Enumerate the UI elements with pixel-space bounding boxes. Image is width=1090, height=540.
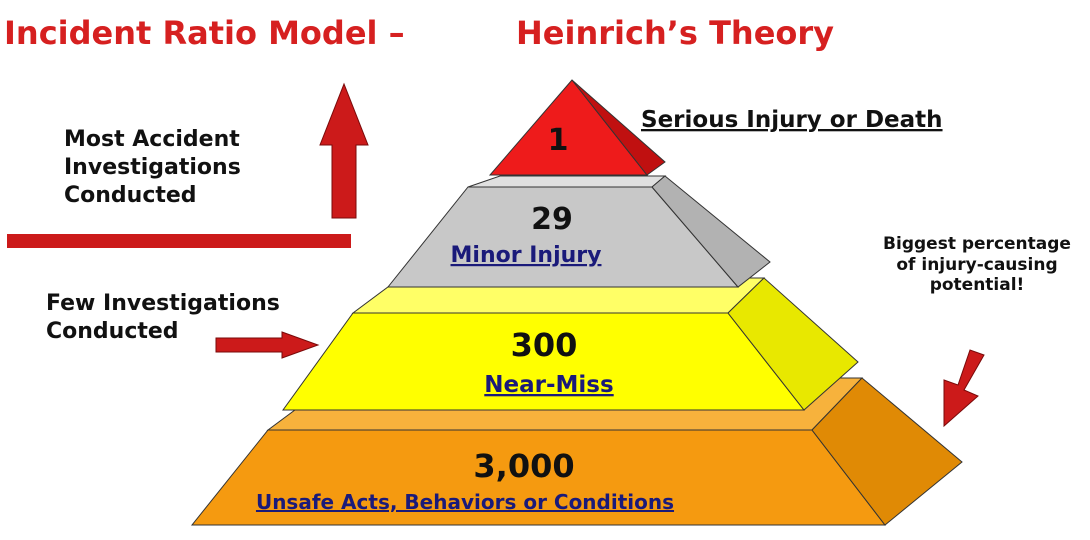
tier-minor-count: 29	[531, 202, 573, 237]
biggest-percentage-line: of injury-causing	[896, 254, 1058, 275]
tier-top-side-face	[571, 79, 666, 176]
most-investigations-line: Conducted	[64, 182, 197, 208]
biggest-percentage-line: Biggest percentage	[883, 234, 1071, 254]
tier-top-label: Serious Injury or Death	[641, 107, 943, 133]
tier-minor-side-face	[651, 175, 771, 288]
title-right: Heinrich’s Theory	[516, 14, 835, 52]
most-investigations-note: Most Accident Investigations Conducted	[64, 126, 241, 210]
right-arrow-icon	[215, 331, 320, 359]
few-investigations-note: Few Investigations Conducted	[46, 290, 280, 346]
tier-base-side-face	[811, 377, 963, 526]
tier-minor-top-face	[467, 175, 667, 188]
tier-minor-label: Minor Injury	[451, 243, 602, 268]
most-investigations-line: Investigations	[64, 154, 241, 180]
tier-nearmiss-count: 300	[511, 326, 578, 364]
divider-bar	[7, 234, 351, 248]
down-arrow-icon	[943, 349, 985, 428]
up-arrow-icon	[319, 82, 369, 219]
tier-base-label: Unsafe Acts, Behaviors or Conditions	[256, 490, 674, 514]
biggest-percentage-note: Biggest percentage of injury-causing pot…	[862, 234, 1090, 296]
tier-nearmiss-label: Near-Miss	[484, 372, 613, 398]
tier-top-count: 1	[548, 123, 569, 158]
most-investigations-line: Most Accident	[64, 127, 240, 152]
tier-nearmiss-side-face	[727, 277, 859, 411]
few-investigations-line: Conducted	[46, 318, 179, 344]
few-investigations-line: Few Investigations	[46, 291, 280, 316]
biggest-percentage-line: potential!	[929, 275, 1025, 296]
title-left: Incident Ratio Model –	[4, 14, 405, 52]
tier-base-count: 3,000	[473, 447, 574, 485]
